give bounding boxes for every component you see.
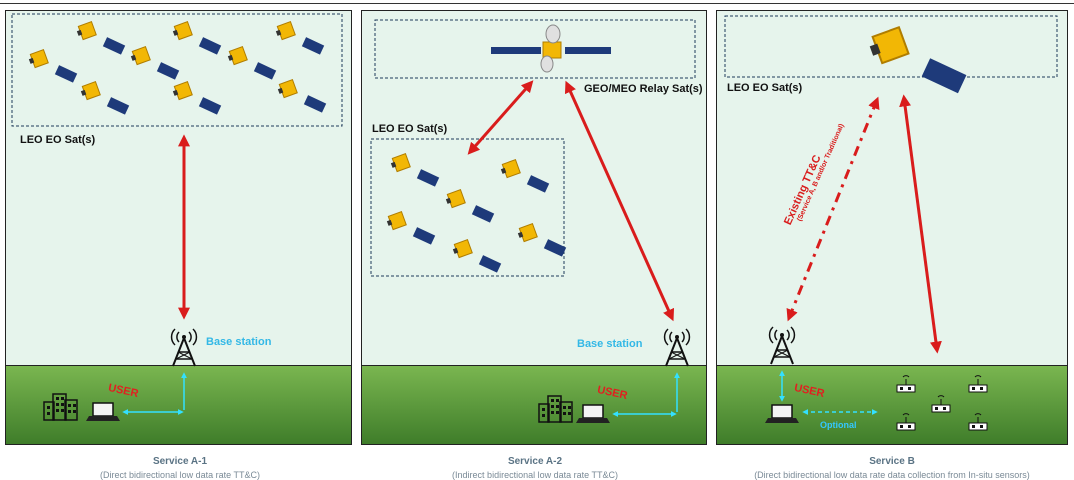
- leo-satellite-icon: [130, 46, 180, 81]
- building-icon: [538, 395, 573, 423]
- relay-sat-label: GEO/MEO Relay Sat(s): [584, 83, 703, 95]
- leo-satellite-icon: [80, 81, 130, 116]
- optional-label: Optional: [820, 420, 857, 430]
- ground: [362, 365, 706, 444]
- sensor-icon: [896, 375, 916, 393]
- laptop-icon: [85, 402, 121, 422]
- leo-satellite-icon: [517, 223, 567, 258]
- building-icon: [43, 393, 78, 421]
- caption-service-a2: Service A-2: [507, 456, 563, 467]
- leo-sat-label: LEO EO Sat(s): [20, 134, 96, 146]
- leo-satellite-icon: [76, 21, 126, 56]
- sensor-icon: [968, 375, 988, 393]
- subcaption-service-a1: (Direct bidirectional low data rate TT&C…: [100, 470, 260, 480]
- top-rule: [0, 3, 1074, 4]
- relay-satellite-icon: [491, 24, 611, 73]
- caption-service-a1: Service A-1: [152, 456, 208, 467]
- leo-sat-label: LEO EO Sat(s): [372, 123, 448, 135]
- base-station-icon: [663, 328, 691, 367]
- subcaption-service-a2: (Indirect bidirectional low data rate TT…: [452, 470, 618, 480]
- leo-cluster-box: [11, 13, 343, 127]
- leo-satellite-icon: [227, 46, 277, 81]
- leo-satellite-icon: [172, 21, 222, 56]
- leo-satellite-icon: [386, 211, 436, 246]
- leo-satellite-icon: [277, 79, 327, 114]
- sensor-icon: [968, 413, 988, 431]
- ttc-dashed-arrow: [786, 96, 880, 322]
- base-station-icon: [170, 328, 198, 367]
- leo-satellite-icon: [445, 189, 495, 224]
- subcaption-service-b: (Direct bidirectional low data rate data…: [754, 470, 1030, 480]
- leo-satellite-icon: [28, 49, 78, 84]
- caption-service-b: Service B: [869, 456, 915, 467]
- leo-cluster-box: [370, 138, 565, 277]
- sensor-icon: [931, 395, 951, 413]
- leo-satellite-icon: [868, 26, 968, 95]
- leo-satellite-icon: [500, 159, 550, 194]
- panel-service-b: [716, 10, 1068, 445]
- link-arrow: [899, 94, 942, 354]
- link-arrow: [467, 80, 534, 155]
- leo-satellite-icon: [275, 21, 325, 56]
- leo-satellite-icon: [390, 153, 440, 188]
- base-station-icon: [768, 326, 796, 365]
- leo-satellite-icon: [452, 239, 502, 274]
- base-station-label: Base station: [206, 336, 272, 348]
- relay-box: [374, 19, 696, 79]
- link-arrow: [564, 80, 675, 322]
- leo-sat-label: LEO EO Sat(s): [727, 82, 803, 94]
- laptop-icon: [575, 404, 611, 424]
- leo-satellite-icon: [172, 81, 222, 116]
- sensor-icon: [896, 413, 916, 431]
- base-station-label: Base station: [577, 338, 643, 350]
- laptop-icon: [764, 404, 800, 424]
- leo-box: [724, 15, 1058, 78]
